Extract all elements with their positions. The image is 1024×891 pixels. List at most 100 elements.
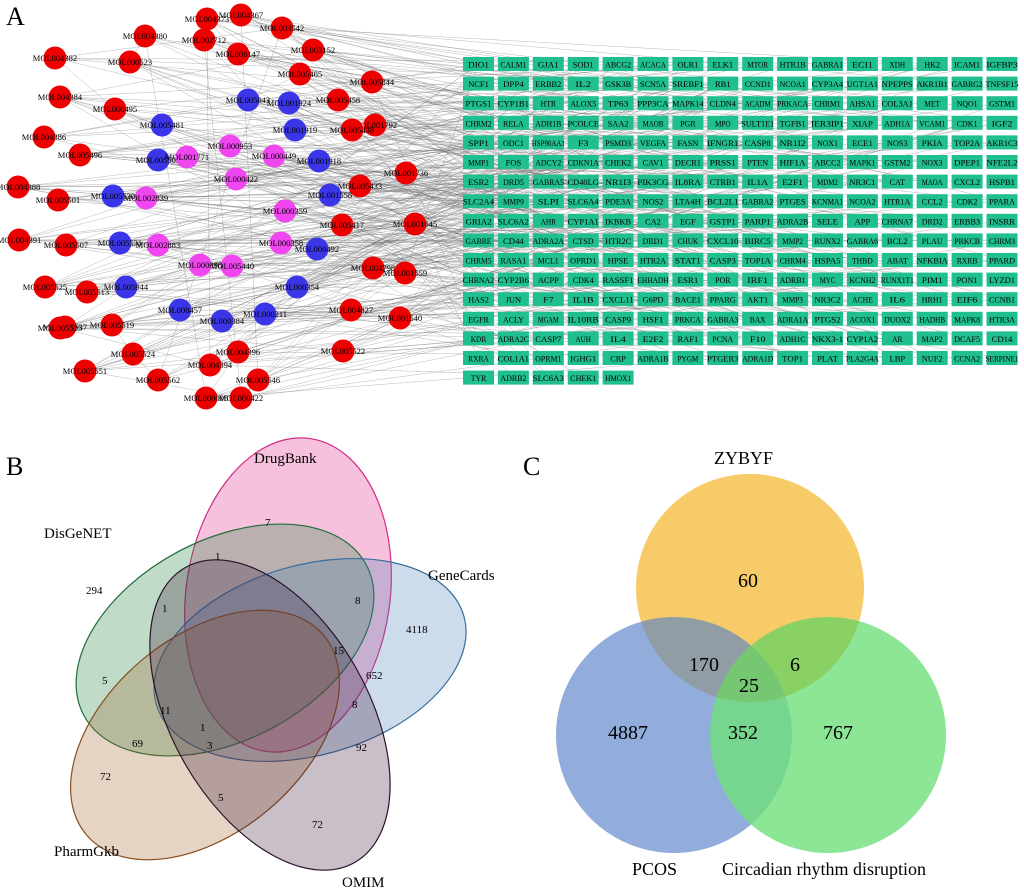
target-node-box (672, 194, 704, 209)
compound-node-circle (150, 113, 174, 137)
target-node: F7 (532, 292, 564, 307)
target-node-box (986, 233, 1018, 248)
compound-node: MOL005522 (321, 339, 365, 363)
venn3-zybyf-shape (636, 474, 864, 702)
target-node-label: INSRR (989, 217, 1016, 226)
target-node-label: LTA4H (675, 198, 701, 207)
venn5-drugbank-shape (184, 437, 392, 753)
target-node: PIK3CG (637, 174, 669, 189)
target-node-label: SULT1E1 (741, 119, 774, 128)
compound-node-circle (403, 212, 427, 236)
target-node-label: HTR (541, 100, 557, 109)
target-node: CHRNA7 (882, 213, 913, 228)
target-node-box (672, 57, 704, 71)
target-node: CALM1 (497, 57, 529, 71)
target-node-box (812, 292, 843, 307)
target-node: ABCC2 (812, 155, 843, 169)
target-node: KDR (463, 331, 494, 346)
target-node: NOS3 (881, 135, 913, 150)
target-node-label: IL2 (575, 80, 591, 89)
target-node: ABCG2 (602, 57, 634, 71)
target-node-label: PKIA (922, 139, 943, 148)
target-node-label: HPSE (608, 257, 629, 266)
compound-node: MOL000384 (200, 309, 245, 333)
target-node-box (812, 331, 843, 346)
compound-node: MOL005503 (136, 148, 180, 172)
target-node: APP (846, 213, 878, 228)
target-node: PGR (672, 115, 704, 130)
target-node-label: CHRM1 (815, 100, 841, 109)
target-node: NOX1 (812, 135, 843, 150)
target-node-label: HSF1 (643, 315, 664, 324)
target-node-box (916, 115, 948, 130)
compound-node-label: MOL005530 (91, 191, 135, 201)
target-node: HTR2C (602, 233, 634, 248)
target-node-box (777, 76, 809, 91)
target-node-label: HTR2C (605, 237, 631, 246)
target-node: AHSA1 (846, 96, 878, 111)
target-node: CHEK2 (602, 155, 634, 169)
target-node-label: RUNX1T1 (881, 276, 914, 285)
target-node-label: AUH (575, 335, 591, 344)
target-node: IL4 (602, 331, 634, 346)
target-node: NCOA2 (846, 194, 878, 209)
target-node-box (532, 213, 564, 228)
target-node-box (532, 194, 564, 209)
compound-node-label: MOL005465 (278, 69, 322, 79)
target-node-label: PRSS1 (710, 159, 736, 168)
compound-node: MOL005458 (316, 88, 360, 112)
target-node-label: MAPK8 (954, 315, 980, 324)
target-node: PLAU (916, 233, 948, 248)
target-node-label: BAX (750, 315, 766, 324)
target-node-box (567, 272, 599, 287)
target-node-label: AKR1B1 (917, 80, 948, 89)
target-node-label: ECI1 (852, 61, 873, 70)
target-node-label: G6PD (643, 296, 664, 305)
target-node: ADH1B (532, 115, 564, 130)
target-node: PTEN (742, 155, 774, 169)
venn5-disgenet-shape (75, 523, 375, 757)
target-node-box (497, 351, 529, 365)
target-node-box (532, 331, 564, 346)
target-node-label: CHEK2 (605, 159, 631, 168)
target-node-label: CASP3 (710, 257, 736, 266)
compound-node-circle (326, 88, 350, 112)
target-node: TGFB1 (777, 115, 809, 130)
target-node: NFE2L2 (986, 155, 1018, 169)
target-node: KCNMA1 (812, 194, 843, 209)
compound-node-label: MOL004388 (0, 182, 40, 192)
compound-node-label: MOL005043 (226, 95, 270, 105)
compound-node-circle (194, 386, 218, 410)
target-node: XDH (881, 57, 913, 71)
compound-node: MOL000211 (243, 302, 287, 326)
compound-node: MOL004827 (329, 298, 373, 322)
target-node-box (463, 351, 494, 365)
target-node-box (951, 311, 983, 326)
target-node: CASP3 (707, 253, 739, 267)
target-node-box (881, 253, 913, 267)
compound-node-label: MOL005503 (136, 155, 180, 165)
target-node: ADRA1D (742, 351, 774, 365)
target-node-label: ADH1B (535, 119, 561, 128)
compound-node-label: MOL000422 (214, 174, 258, 184)
target-node-label: HSPB1 (989, 178, 1015, 187)
target-node-box (497, 194, 529, 209)
target-node-box (777, 115, 809, 130)
target-node-box (812, 155, 843, 169)
target-node-box (916, 57, 948, 71)
compound-node-circle (236, 88, 260, 112)
target-node: CD40LG (568, 174, 599, 189)
compound-node-label: MOL001771 (165, 152, 209, 162)
target-node-label: PPP3CA (637, 100, 668, 109)
target-node-box (707, 213, 739, 228)
target-node: DPEP1 (951, 155, 983, 169)
target-node: SLC6A2 (498, 213, 529, 228)
target-node-box (742, 351, 774, 365)
target-node-box (812, 351, 843, 365)
target-node-box (742, 213, 774, 228)
target-node: PLA2G4A (846, 351, 879, 365)
target-node: CAV1 (637, 155, 669, 169)
target-node-label: IRF1 (747, 276, 768, 285)
target-node-box (986, 213, 1018, 228)
target-node-label: PDE3A (605, 198, 631, 207)
